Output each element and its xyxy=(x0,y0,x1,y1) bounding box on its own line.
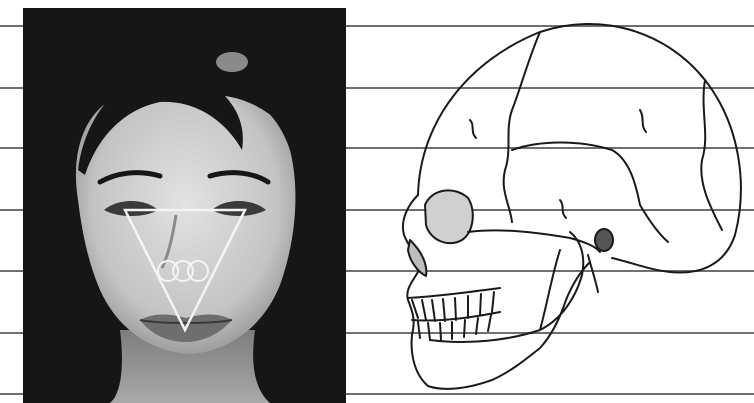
upper-tooth xyxy=(443,299,445,321)
lower-tooth xyxy=(428,323,430,340)
upper-tooth xyxy=(432,300,435,321)
bone-texture xyxy=(640,110,646,132)
bone-texture xyxy=(470,120,476,138)
upper-tooth xyxy=(480,294,481,315)
lower-tooth xyxy=(464,320,465,337)
upper-tooth xyxy=(492,292,494,312)
coronal-suture xyxy=(504,32,540,222)
lower-tooth xyxy=(418,322,420,338)
lower-tooth xyxy=(440,323,441,340)
lower-tooth xyxy=(488,315,491,331)
upper-tooth xyxy=(422,300,426,320)
squamosal-suture xyxy=(512,143,668,243)
upper-tooth xyxy=(455,298,456,320)
mastoid-process xyxy=(588,255,598,292)
ear-canal xyxy=(595,229,613,251)
hair-clip xyxy=(216,52,248,72)
lower-tooth xyxy=(476,318,478,334)
skull-drawing xyxy=(403,24,741,389)
face-photo xyxy=(23,8,348,403)
upper-gumline xyxy=(408,288,500,298)
orbit xyxy=(425,190,473,243)
upper-teeth xyxy=(408,288,500,321)
